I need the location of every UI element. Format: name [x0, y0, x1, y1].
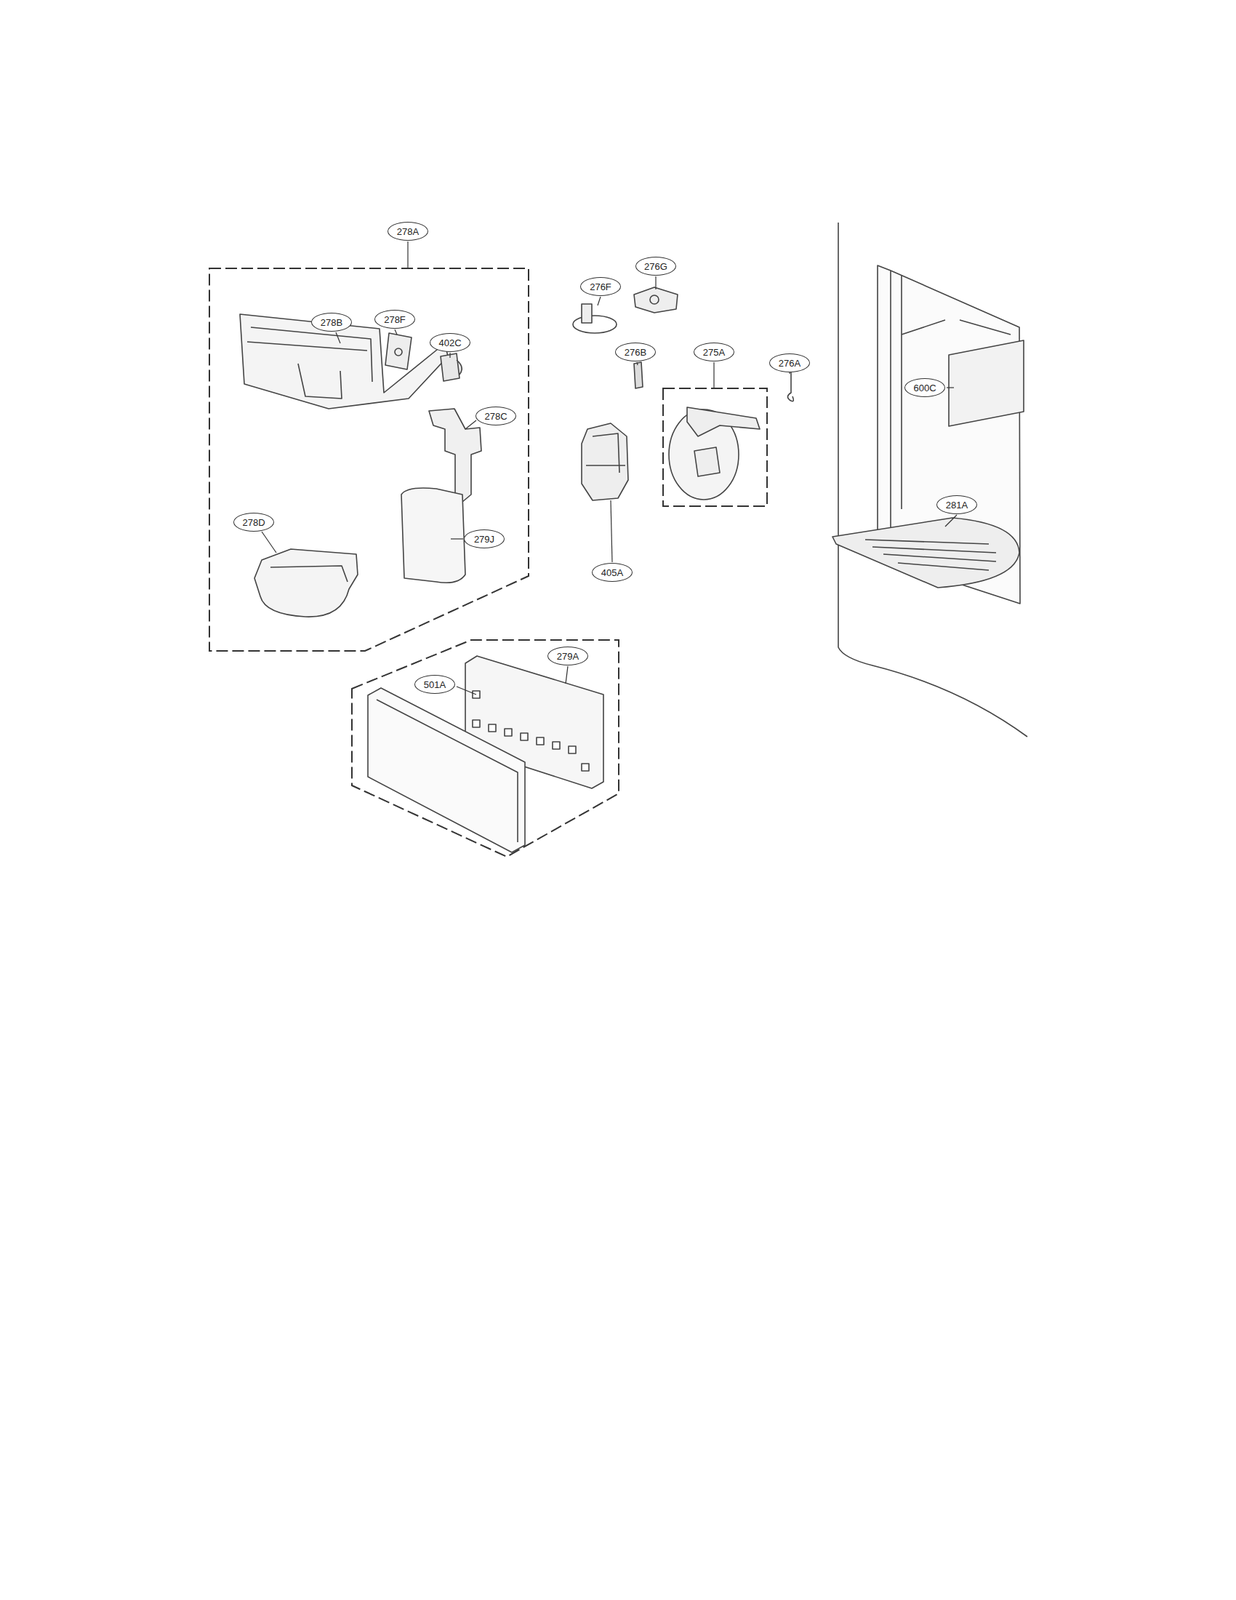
callout-number: 276B	[615, 342, 656, 362]
chute-part	[254, 548, 358, 617]
callout-text: 279J	[474, 534, 495, 544]
cover-part	[367, 687, 525, 853]
dashed-outline-shape	[351, 639, 619, 857]
callout-text: 278B	[320, 317, 343, 328]
callout-number: 278D	[233, 512, 275, 532]
callout-number: 600C	[904, 378, 946, 397]
drip-tray	[832, 517, 1020, 588]
group-box: 279A 501A	[351, 639, 619, 857]
callout-text: 278F	[383, 314, 406, 325]
callout-number: 278F	[374, 309, 416, 329]
callout-number: 278B	[311, 312, 352, 332]
callout-text: 405A	[601, 567, 624, 578]
group-callout: 278A	[387, 221, 429, 241]
callout-number: 276G	[635, 256, 677, 276]
callout-number: 276F	[580, 277, 621, 296]
spring-part	[787, 372, 794, 402]
callout-number: 276A	[769, 353, 810, 373]
dashed-outline	[351, 639, 619, 857]
display-part	[948, 340, 1024, 427]
bracket-part	[633, 287, 678, 313]
callout-text: 276G	[644, 261, 668, 272]
tray-ribs	[865, 539, 997, 571]
motor-part	[581, 423, 629, 501]
leader-lines	[261, 241, 957, 695]
cover-inner	[376, 699, 518, 842]
group-callout: 279A	[547, 646, 589, 666]
ring-stem	[581, 303, 592, 323]
callout-text: 279A	[556, 651, 579, 661]
callout-number: 278C	[475, 406, 517, 426]
callout-number: 405A	[591, 562, 633, 582]
callout-text: 275A	[703, 347, 725, 357]
callout-number: 501A	[414, 674, 456, 694]
callout-number: 281A	[936, 495, 978, 515]
callout-text: 276B	[624, 347, 647, 357]
lever-part	[428, 408, 482, 502]
group-callout: 275A	[693, 342, 735, 362]
group-box: 275A	[663, 388, 768, 507]
door-edge	[838, 222, 1028, 737]
callout-text: 600C	[913, 383, 936, 393]
tag-hole	[394, 348, 403, 356]
callout-text: 276A	[778, 358, 801, 368]
flap-bracket	[687, 407, 760, 477]
pin-part	[633, 362, 643, 389]
recess-top	[901, 319, 1011, 335]
callout-text: 276F	[589, 282, 612, 292]
dashed-outline	[209, 268, 529, 651]
callout-text: 501A	[423, 679, 446, 690]
callout-number: 402C	[429, 332, 471, 352]
tag-part	[385, 332, 412, 370]
callout-text: 281A	[945, 500, 968, 510]
bracket-hole	[649, 295, 659, 304]
callout-number: 279J	[463, 529, 505, 549]
callout-text: 278D	[242, 517, 265, 528]
dashed-outline	[663, 388, 768, 507]
housing-detail	[247, 327, 373, 399]
switch-part	[440, 353, 462, 381]
callout-text: 278C	[484, 411, 507, 421]
callout-text: 402C	[438, 338, 461, 348]
dashed-outline-shape	[663, 388, 768, 507]
group-box: 278A278B278F402C278C278D279J	[209, 268, 529, 651]
paddle-part	[401, 487, 466, 583]
dashed-outline-shape	[209, 268, 529, 651]
callout-text: 278A	[396, 226, 419, 237]
ring-part	[572, 315, 617, 333]
